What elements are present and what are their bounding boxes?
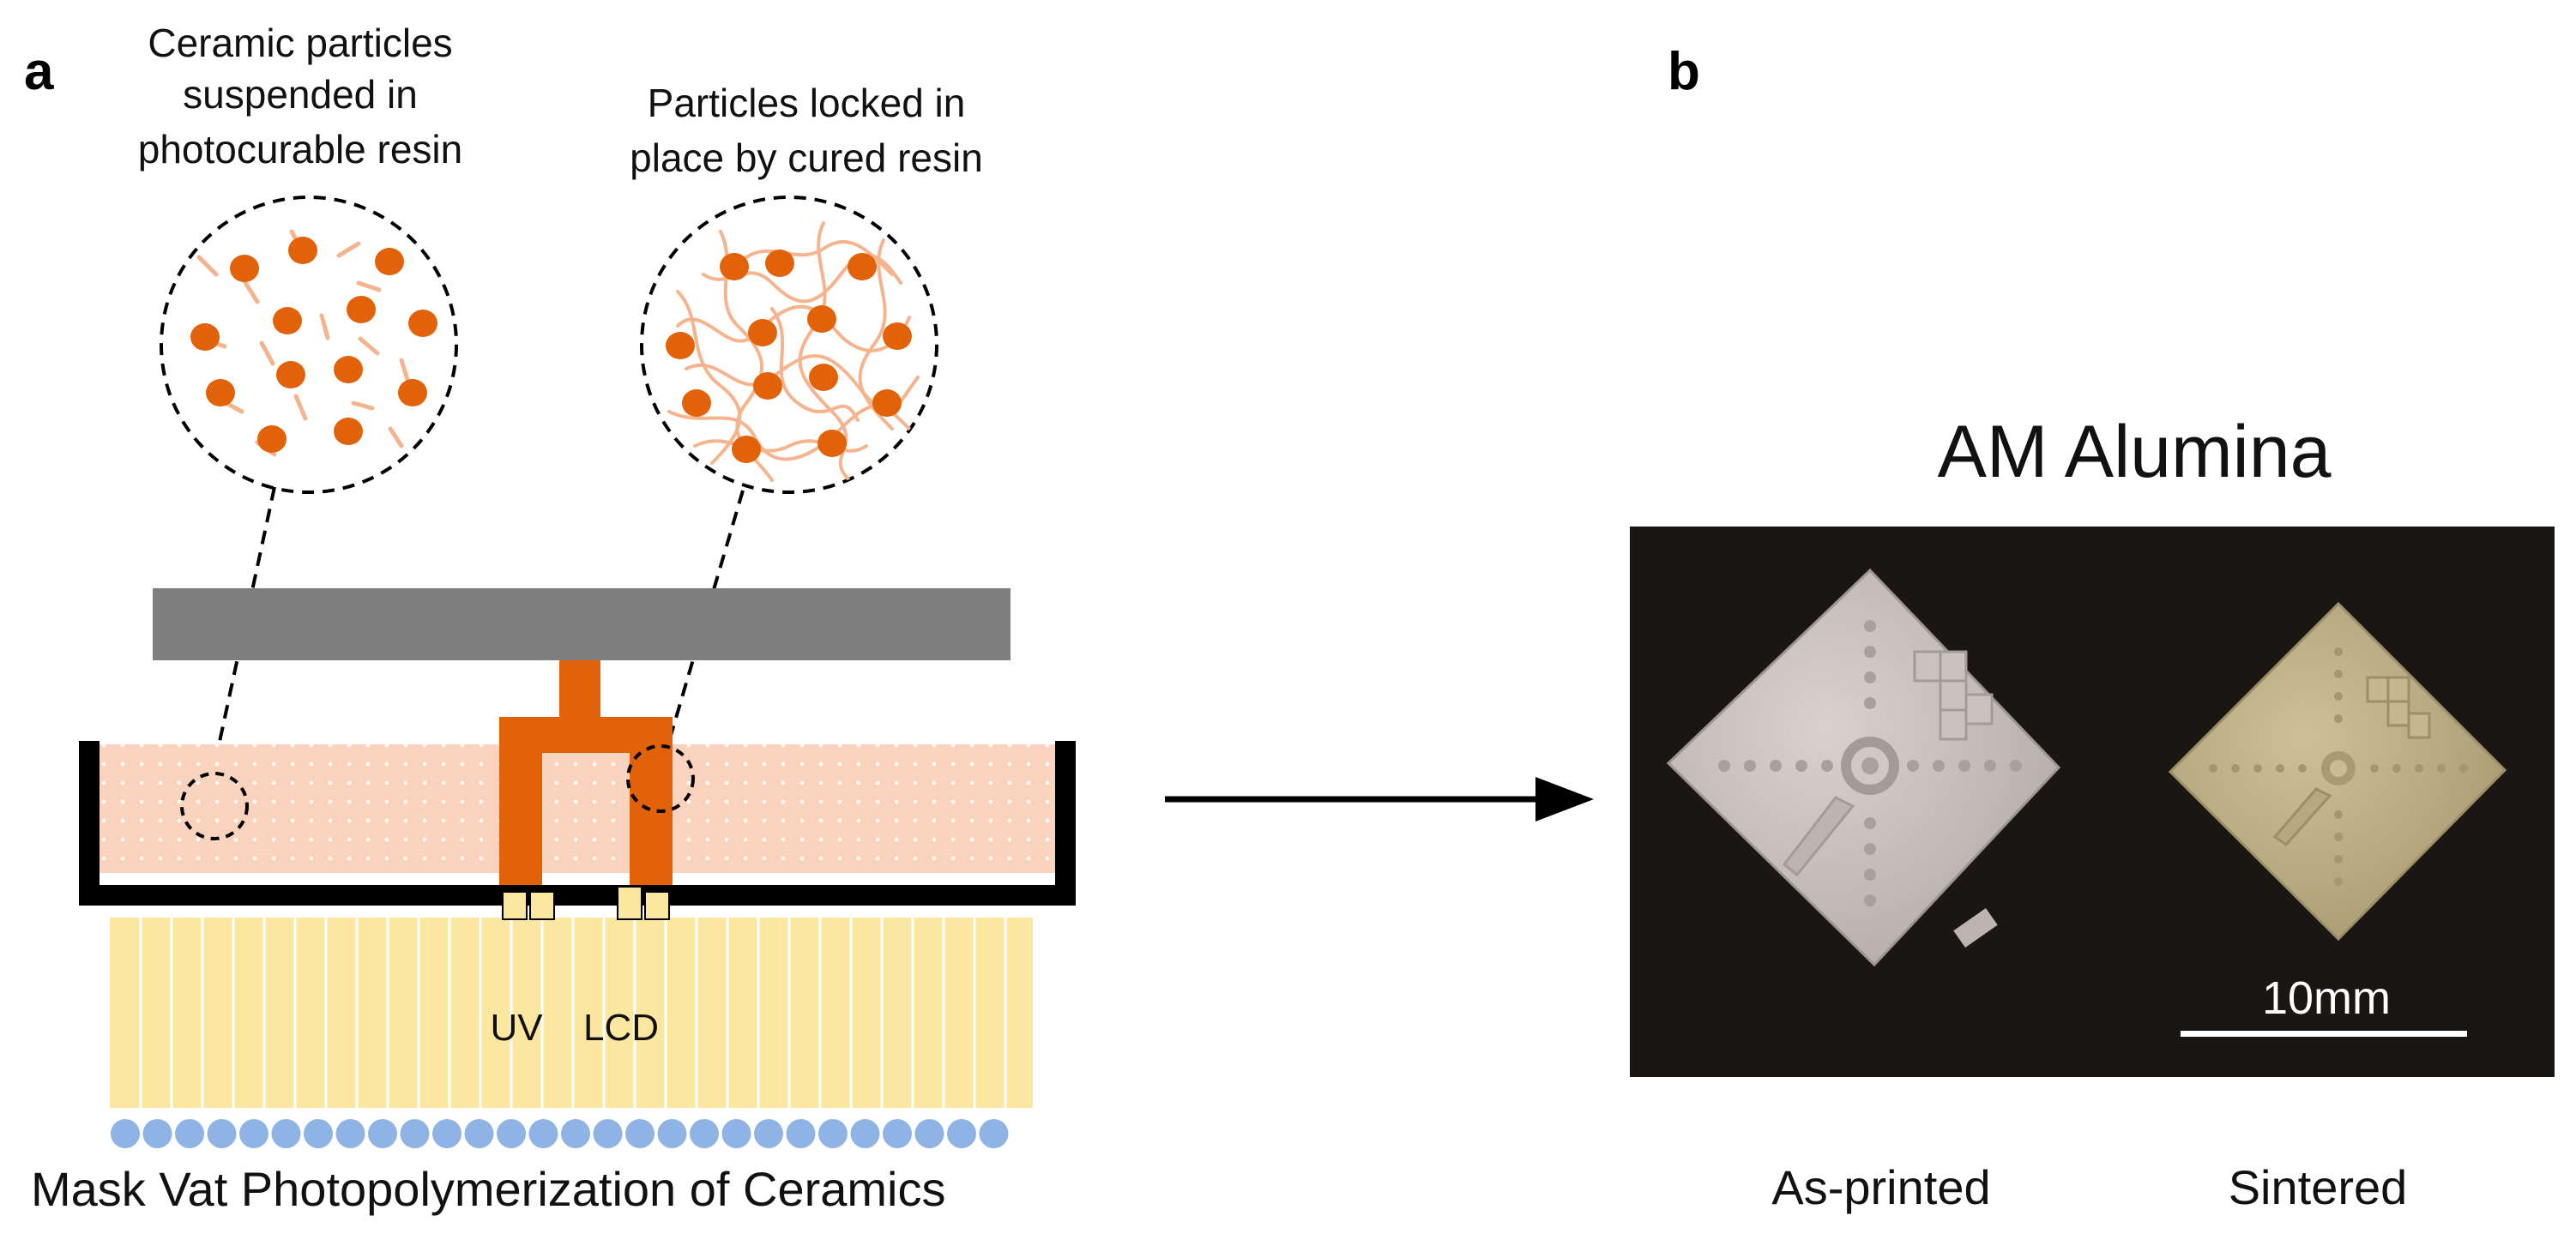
lcd-label: LCD [583, 1007, 659, 1049]
led-dot [979, 1119, 1009, 1148]
locked-particles [666, 250, 912, 463]
light-array-dividers [139, 918, 1007, 1108]
callout-left-line-3: photocurable resin [138, 127, 462, 172]
zoom-origin-right [626, 744, 695, 813]
led-dot [593, 1119, 623, 1148]
led-dot [142, 1119, 172, 1148]
led-dot [883, 1119, 912, 1148]
panel-b: b AM Alumina [1630, 42, 2555, 1214]
light-beams [502, 886, 670, 920]
led-dot-row [111, 1119, 1009, 1148]
led-dot [947, 1119, 976, 1148]
led-dot [464, 1119, 494, 1148]
sintered-sample [2168, 601, 2507, 942]
led-dot [690, 1119, 719, 1148]
callout-right-line-2: place by cured resin [630, 135, 983, 180]
panel-a-caption: Mask Vat Photopolymerization of Ceramics [31, 1162, 946, 1216]
led-dot [754, 1119, 783, 1148]
process-arrow [1165, 777, 1594, 822]
led-dot [914, 1119, 944, 1148]
led-dot [786, 1119, 816, 1148]
callout-right-line-1: Particles locked in [648, 81, 966, 125]
callout-left-line-1: Ceramic particles [148, 21, 452, 65]
led-dot [818, 1119, 848, 1148]
led-dot [368, 1119, 397, 1148]
sintered-dot-pattern [2209, 647, 2468, 886]
uv-label: UV [490, 1007, 543, 1049]
panel-b-title: AM Alumina [1938, 411, 2332, 493]
led-dot [111, 1119, 140, 1148]
zoom-origin-left [180, 772, 249, 840]
build-plate [153, 588, 1010, 660]
callout-left-text: Ceramic particles suspended in photocura… [138, 21, 462, 172]
led-dot [561, 1119, 590, 1148]
scale-bar-label: 10mm [2262, 972, 2391, 1024]
led-dot [335, 1119, 365, 1148]
callout-left-line-2: suspended in [183, 72, 418, 117]
led-dot [239, 1119, 268, 1148]
sample-right-label: Sintered [2229, 1160, 2408, 1214]
panel-b-label: b [1668, 42, 1700, 101]
as-printed-dot-pattern [1718, 620, 2022, 906]
callout-right-text: Particles locked in place by cured resin [630, 81, 983, 180]
vat [79, 741, 1076, 906]
sample-left-label: As-printed [1771, 1160, 1990, 1214]
zoom-circle-cured [640, 196, 938, 494]
panel-a: a Ceramic particles suspended in photocu… [24, 21, 1076, 1216]
uv-lcd-light-array: UV LCD [110, 886, 1033, 1108]
led-dot [304, 1119, 333, 1148]
led-dot [432, 1119, 462, 1148]
led-dot [528, 1119, 558, 1148]
scale-bar [2181, 1031, 2467, 1037]
led-dot [175, 1119, 204, 1148]
led-dot [207, 1119, 237, 1148]
led-dot [721, 1119, 751, 1148]
zoom-circle-suspended [160, 196, 458, 494]
led-dot [850, 1119, 880, 1148]
led-dot [400, 1119, 430, 1148]
led-dot [657, 1119, 687, 1148]
led-dot [497, 1119, 526, 1148]
panel-a-label: a [24, 42, 54, 101]
suspended-particles [190, 237, 437, 453]
led-dot [271, 1119, 301, 1148]
as-printed-sample [1666, 568, 2061, 967]
led-dot [625, 1119, 655, 1148]
